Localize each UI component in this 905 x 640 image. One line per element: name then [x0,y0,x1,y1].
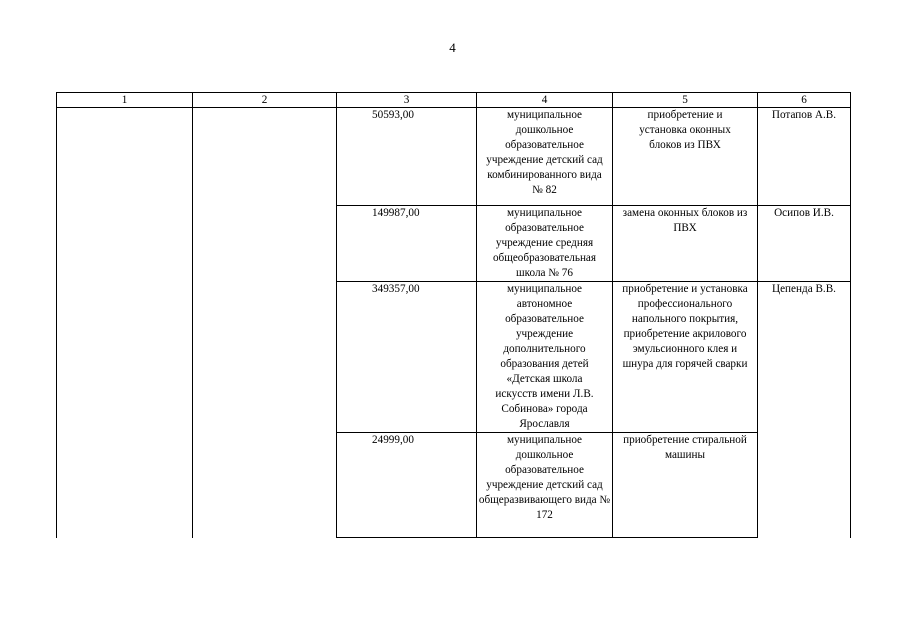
purpose-text: замена оконных блоков из ПВХ [622,207,748,234]
amount-cell: 149987,00 [336,205,477,282]
column-2-cell [192,107,337,538]
purpose-text: приобретение и установка профессионально… [622,283,748,370]
institution-text: муниципальное автономное образовательное… [495,283,594,430]
amount-cell: 24999,00 [336,432,477,538]
institution-text: муниципальное дошкольное образовательное… [486,109,603,196]
purpose-cell: приобретение стиральной машины [612,432,758,538]
column-header-2: 2 [192,92,337,108]
institution-cell: муниципальное дошкольное образовательное… [476,432,613,538]
institution-cell: муниципальное образовательное учреждение… [476,205,613,282]
amount-cell: 50593,00 [336,107,477,206]
deputy-cell: Цепенда В.В. [757,281,851,538]
table-row: 50593,00 муниципальное дошкольное образо… [56,107,851,538]
institution-cell: муниципальное автономное образовательное… [476,281,613,433]
column-header-5: 5 [612,92,758,108]
purpose-text: приобретение и установка оконных блоков … [639,109,731,151]
table-row: 149987,00 муниципальное образовательное … [57,205,851,282]
column-header-4: 4 [476,92,613,108]
institution-text: муниципальное образовательное учреждение… [492,207,597,279]
column-header-3: 3 [336,92,477,108]
purpose-text: приобретение стиральной машины [623,434,747,461]
column-1-cell [56,107,193,538]
institution-cell: муниципальное дошкольное образовательное… [476,107,613,206]
purpose-cell: приобретение и установка профессионально… [612,281,758,433]
table-header-row: 1 2 3 4 5 6 [56,92,851,108]
deputy-cell: Потапов А.В. [757,107,851,206]
allocation-table: 1 2 3 4 5 6 50593,00 муниципальное дошко… [56,92,851,538]
table-row: 24999,00 муниципальное дошкольное образо… [57,432,851,538]
column-header-1: 1 [56,92,193,108]
amount-cell: 349357,00 [336,281,477,433]
page-number: 4 [449,40,456,55]
column-header-6: 6 [757,92,851,108]
purpose-cell: замена оконных блоков из ПВХ [612,205,758,282]
deputy-cell: Осипов И.В. [757,205,851,282]
purpose-cell: приобретение и установка оконных блоков … [612,107,758,206]
institution-text: муниципальное дошкольное образовательное… [478,434,611,521]
